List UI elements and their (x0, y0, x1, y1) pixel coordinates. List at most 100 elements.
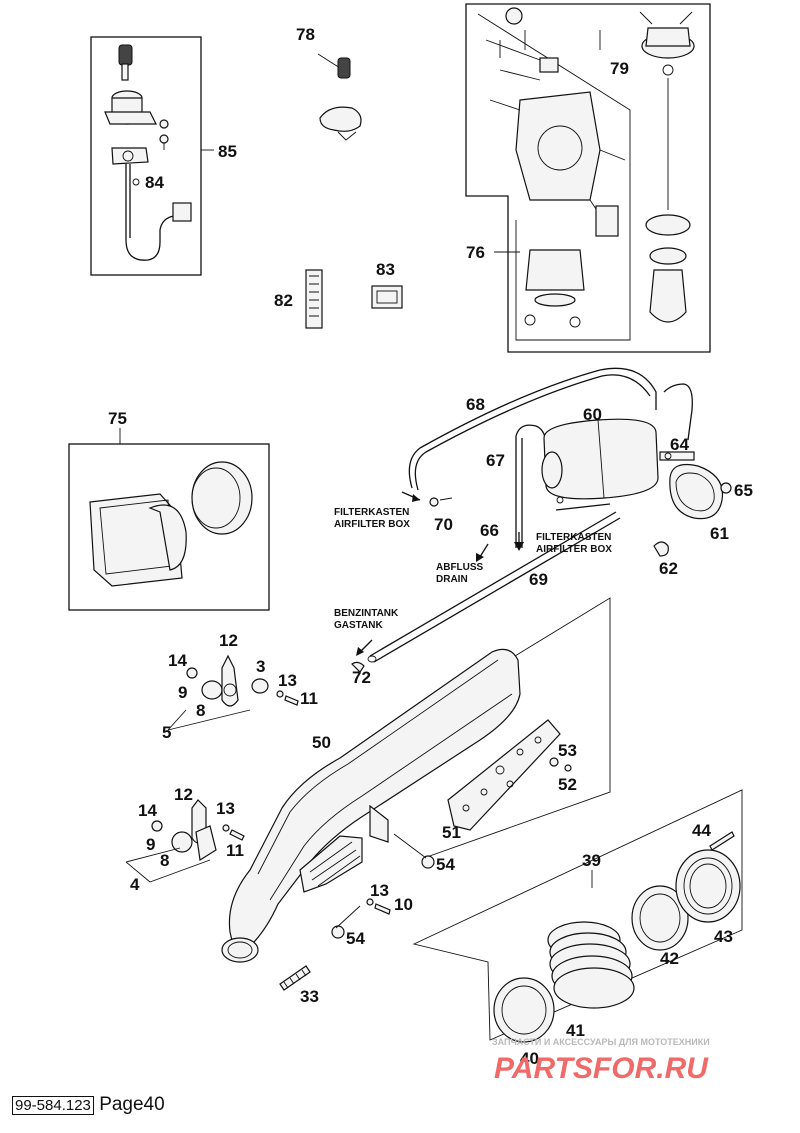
callout-64: 64 (670, 435, 689, 454)
carburetor-frame (465, 3, 711, 353)
callout-84: 84 (145, 173, 164, 192)
bolt-11a-icon (284, 695, 299, 706)
screw-65-icon (720, 482, 732, 494)
callout-70: 70 (434, 515, 453, 534)
key-blank-group (317, 53, 362, 141)
bushing-14a-icon (186, 667, 198, 679)
spring-33-icon (279, 965, 311, 991)
label-drain: DRAIN (436, 574, 468, 585)
callout-9b: 9 (146, 835, 155, 854)
callout-5: 5 (162, 723, 171, 742)
callout-53: 53 (558, 741, 577, 760)
callout-82: 82 (274, 291, 293, 310)
callout-11b: 11 (226, 841, 244, 860)
washer-13b-icon (222, 824, 230, 832)
callout-13c: 13 (370, 881, 389, 900)
rubber-54b-icon (331, 925, 345, 939)
callout-85: 85 (218, 142, 237, 161)
callout-68: 68 (466, 395, 485, 414)
callout-4: 4 (130, 875, 140, 894)
fitting-70-icon (429, 497, 439, 507)
washer-13c-icon (366, 898, 374, 906)
clip-72-icon (351, 661, 365, 673)
watermark-tagline: ЗАПЧАСТИ И АКСЕССУАРЫ ДЛЯ МОТОТЕХНИКИ (492, 1037, 710, 1047)
callout-9a: 9 (178, 683, 187, 702)
label-abfluss: ABFLUSS (436, 562, 484, 573)
callout-78: 78 (296, 25, 315, 44)
callout-8b: 8 (160, 851, 169, 870)
ignition-box-frame (90, 36, 202, 276)
page-footer: 99-584.123 Page40 (12, 1094, 165, 1116)
bracket-64-icon (659, 451, 695, 461)
callout-12a: 12 (219, 631, 238, 650)
clamp-8b-icon (195, 825, 217, 861)
ring-40-icon (493, 977, 555, 1043)
page-number: Page40 (99, 1094, 165, 1115)
ignition-lock-icon (104, 90, 157, 125)
bolt-11b-icon (229, 829, 245, 841)
headlight-box-frame (68, 443, 270, 611)
filter-pad-icon (371, 285, 403, 309)
rubber-9a-icon (201, 680, 223, 700)
key-cap-icon (319, 106, 362, 132)
callout-12b: 12 (174, 785, 193, 804)
callout-39: 39 (582, 851, 601, 870)
hose-69-icon (369, 511, 617, 657)
fuel-system-group (351, 367, 732, 673)
callout-61: 61 (710, 524, 729, 543)
callout-14a: 14 (168, 651, 187, 670)
headlight-housing-icon (89, 493, 183, 587)
callout-14b: 14 (138, 801, 157, 820)
rubber-9b-icon (171, 831, 193, 853)
washer-icon (159, 119, 169, 129)
callout-51: 51 (442, 823, 461, 842)
label-airfilter-right: AIRFILTER BOX (536, 544, 612, 555)
washer-13a-icon (276, 690, 284, 698)
air-filter-element-icon (305, 269, 323, 329)
callout-66: 66 (480, 521, 499, 540)
callout-10: 10 (394, 895, 413, 914)
rubber-54a-icon (421, 855, 435, 869)
mount-hardware-lower (125, 799, 245, 883)
ignition-key-icon (118, 44, 133, 81)
screw-84-icon (132, 178, 140, 186)
callout-76: 76 (466, 243, 485, 262)
carburetor-body-icon (485, 7, 626, 328)
callout-60: 60 (583, 405, 602, 424)
bracket-12a-icon (221, 654, 239, 707)
label-filterkasten-right: FILTERKASTEN (536, 532, 611, 543)
drawing-code: 99-584.123 (12, 1096, 94, 1115)
heat-shield-51-icon (447, 719, 561, 831)
callout-75: 75 (108, 409, 127, 428)
ignition-module-icon (111, 147, 192, 261)
callout-13a: 13 (278, 671, 297, 690)
carburetor-group (465, 3, 711, 353)
leader-5 (167, 709, 251, 731)
headlight-group (68, 428, 270, 611)
screw-icon (159, 134, 169, 144)
label-gastank: GASTANK (334, 620, 383, 631)
bushing-14b-icon (151, 820, 163, 832)
headlight-lens-icon (191, 461, 253, 535)
key-icon (337, 57, 351, 79)
label-airfilter-left: AIRFILTER BOX (334, 519, 410, 530)
callout-13b: 13 (216, 799, 235, 818)
bolt-10-icon (374, 903, 391, 915)
spring-44-icon (709, 831, 735, 851)
seal-43-icon (675, 849, 741, 923)
leader-4 (125, 847, 211, 883)
callout-62: 62 (659, 559, 678, 578)
hose-67-icon (515, 424, 547, 548)
callout-72: 72 (352, 668, 371, 687)
callout-33: 33 (300, 987, 319, 1006)
leader-78 (317, 53, 341, 69)
spring-coil-41-icon (547, 921, 635, 1009)
callout-40: 40 (520, 1049, 539, 1068)
callout-43: 43 (714, 927, 733, 946)
callout-3: 3 (256, 657, 265, 676)
callout-52: 52 (558, 775, 577, 794)
label-benzintank: BENZINTANK (334, 608, 399, 619)
ring-42-icon (631, 885, 689, 951)
slide-needle-icon (641, 27, 695, 323)
